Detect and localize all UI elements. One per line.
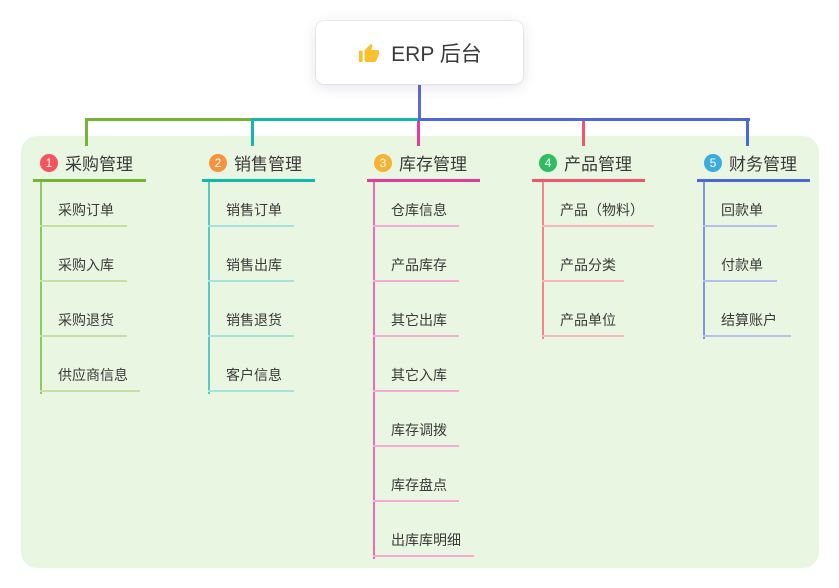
child-node[interactable]: 仓库信息 xyxy=(373,199,459,227)
branch-trunk-line xyxy=(703,182,705,339)
child-node[interactable]: 产品（物料） xyxy=(542,199,654,227)
root-connector-line xyxy=(418,84,421,121)
branch-number-badge: 2 xyxy=(209,153,227,172)
child-node[interactable]: 库存调拨 xyxy=(373,419,459,447)
root-node-label: ERP 后台 xyxy=(391,42,482,66)
child-node[interactable]: 库存盘点 xyxy=(373,474,459,502)
thumbs-up-icon xyxy=(357,41,381,65)
child-node[interactable]: 销售订单 xyxy=(208,199,294,227)
branch-header-2[interactable]: 2 销售管理 xyxy=(202,146,315,182)
branch-rail-segment xyxy=(85,118,252,121)
child-node[interactable]: 其它出库 xyxy=(373,309,459,337)
branch-number-badge: 3 xyxy=(374,153,392,172)
branch-drop-line xyxy=(746,121,749,146)
branch-trunk-line xyxy=(373,182,375,559)
branch-number-badge: 5 xyxy=(704,153,722,172)
child-node[interactable]: 供应商信息 xyxy=(40,364,140,392)
branch-rail-segment xyxy=(418,118,750,121)
branch-drop-line xyxy=(417,121,420,146)
branch-header-1[interactable]: 1 采购管理 xyxy=(33,146,146,182)
branch-drop-line xyxy=(85,121,88,146)
branch-rail-segment xyxy=(251,118,418,121)
branch-header-label: 采购管理 xyxy=(65,155,133,174)
branch-header-4[interactable]: 4 产品管理 xyxy=(532,146,645,182)
branch-header-label: 产品管理 xyxy=(564,155,632,174)
branch-header-label: 库存管理 xyxy=(399,155,467,174)
child-node[interactable]: 客户信息 xyxy=(208,364,294,392)
branch-header-label: 财务管理 xyxy=(729,155,797,174)
child-node[interactable]: 采购入库 xyxy=(40,254,127,282)
child-node[interactable]: 采购退货 xyxy=(40,309,127,337)
child-node[interactable]: 付款单 xyxy=(703,254,777,282)
child-node[interactable]: 产品单位 xyxy=(542,309,624,337)
branch-number-badge: 4 xyxy=(539,153,557,172)
branch-trunk-line xyxy=(40,182,42,394)
child-node[interactable]: 采购订单 xyxy=(40,199,127,227)
child-node[interactable]: 产品分类 xyxy=(542,254,624,282)
branch-background-panel xyxy=(21,136,819,568)
child-node[interactable]: 结算账户 xyxy=(703,309,791,337)
child-node[interactable]: 销售退货 xyxy=(208,309,294,337)
branch-header-5[interactable]: 5 财务管理 xyxy=(697,146,810,182)
branch-drop-line xyxy=(582,121,585,146)
child-node[interactable]: 销售出库 xyxy=(208,254,294,282)
branch-header-label: 销售管理 xyxy=(234,155,302,174)
branch-trunk-line xyxy=(542,182,544,339)
child-node[interactable]: 产品库存 xyxy=(373,254,459,282)
branch-drop-line xyxy=(251,121,254,146)
branch-header-3[interactable]: 3 库存管理 xyxy=(367,146,480,182)
child-node[interactable]: 出库库明细 xyxy=(373,529,474,557)
root-node-erp-backend[interactable]: ERP 后台 xyxy=(316,21,523,84)
branch-trunk-line xyxy=(208,182,210,394)
child-node[interactable]: 其它入库 xyxy=(373,364,459,392)
branch-number-badge: 1 xyxy=(40,153,58,172)
child-node[interactable]: 回款单 xyxy=(703,199,777,227)
